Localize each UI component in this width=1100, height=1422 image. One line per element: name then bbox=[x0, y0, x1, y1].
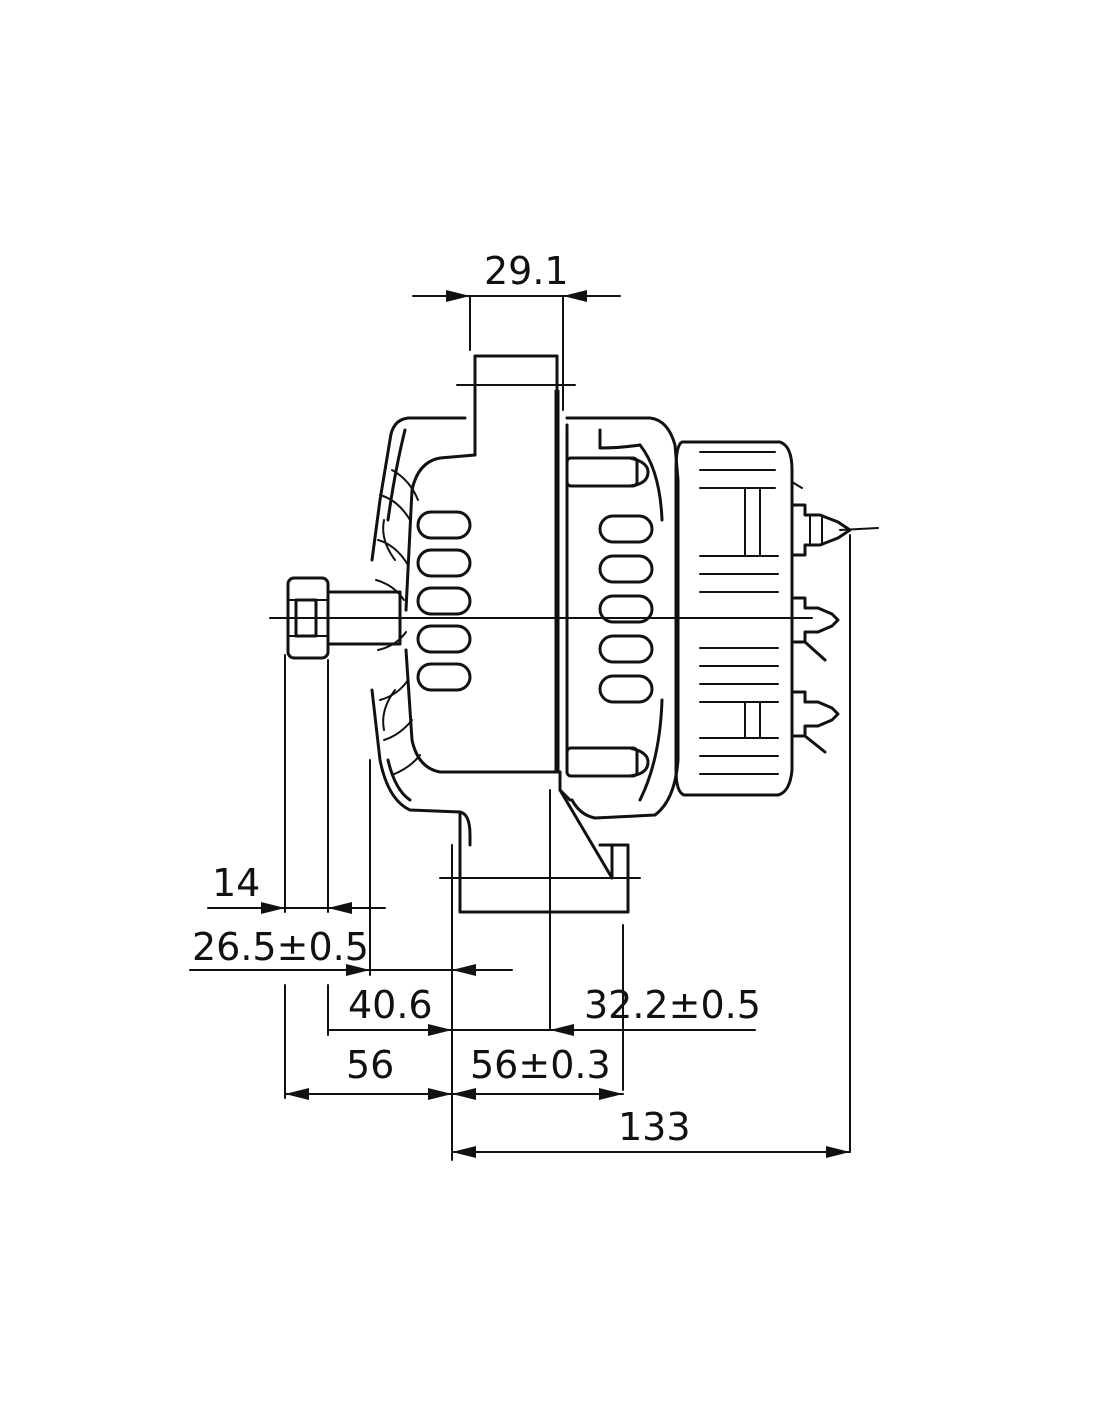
dim-32-2: 32.2±0.5 bbox=[584, 983, 761, 1027]
dim-14: 14 bbox=[212, 861, 260, 905]
center-lines bbox=[269, 384, 879, 879]
dim-40-6: 40.6 bbox=[348, 983, 433, 1027]
dim-29-1: 29.1 bbox=[484, 249, 569, 293]
dimension-lines bbox=[189, 290, 851, 1161]
dim-26-5: 26.5±0.5 bbox=[192, 925, 369, 969]
dim-56-0-3: 56±0.3 bbox=[470, 1043, 611, 1087]
dim-133: 133 bbox=[618, 1105, 691, 1149]
alternator-body bbox=[370, 354, 852, 914]
dim-56: 56 bbox=[346, 1043, 394, 1087]
